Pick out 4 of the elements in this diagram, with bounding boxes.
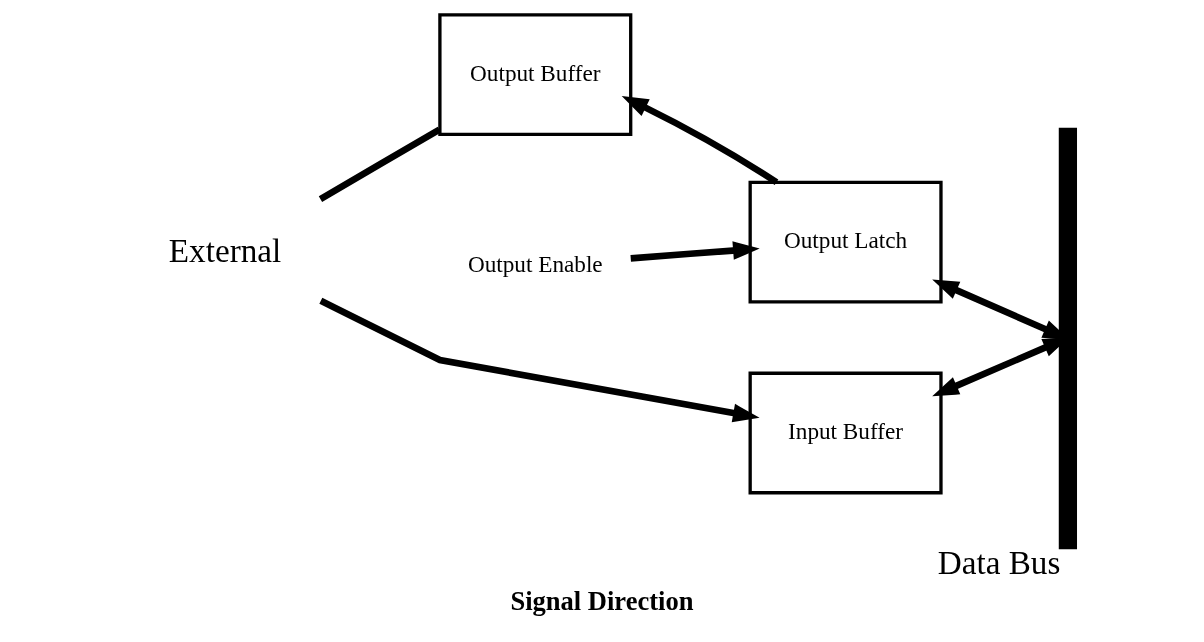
node-label: Data Bus — [937, 544, 1060, 582]
caption: Signal Direction — [509, 586, 693, 617]
node-text: Output Enable — [467, 250, 603, 277]
node-text: External — [168, 232, 281, 270]
